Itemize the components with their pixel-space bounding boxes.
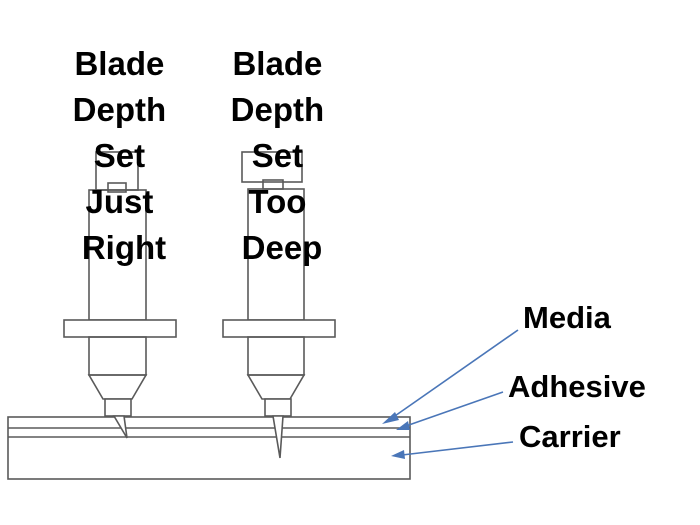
carrier-layer bbox=[7, 416, 411, 480]
blade-holder-too-deep bbox=[222, 151, 336, 459]
label-line: Blade bbox=[232, 45, 322, 82]
blade-tip-just-right bbox=[112, 415, 128, 439]
label-line: Depth bbox=[231, 91, 325, 128]
holder-cap-stem bbox=[107, 182, 127, 193]
holder-lower-body bbox=[247, 336, 305, 376]
adhesive-label: Adhesive bbox=[508, 369, 646, 404]
tool-label-just-right: Blade Depth Set Just Right bbox=[73, 45, 176, 266]
label-line: Set bbox=[252, 137, 303, 174]
label-line: Right bbox=[82, 229, 166, 266]
label-line: Depth bbox=[73, 91, 167, 128]
holder-lower-body bbox=[88, 336, 147, 376]
holder-flange bbox=[63, 319, 177, 338]
holder-cap bbox=[241, 151, 303, 183]
carrier-label: Carrier bbox=[519, 419, 621, 454]
blade-collar bbox=[104, 398, 132, 417]
label-line: Just bbox=[85, 183, 153, 220]
blade-holder-just-right bbox=[63, 151, 177, 439]
carrier-arrow bbox=[391, 441, 514, 459]
tool-label-too-deep: Blade Depth Set Too Deep bbox=[231, 45, 334, 266]
media-arrow bbox=[382, 329, 519, 424]
label-line: Deep bbox=[242, 229, 323, 266]
label-line: Too bbox=[248, 183, 306, 220]
label-line: Blade bbox=[74, 45, 164, 82]
blade-tip-too-deep bbox=[272, 415, 284, 459]
adhesive-arrow bbox=[396, 391, 504, 430]
label-line: Set bbox=[94, 137, 145, 174]
holder-taper bbox=[246, 374, 306, 400]
blade-collar bbox=[264, 398, 292, 417]
material-stack bbox=[7, 416, 411, 480]
holder-taper bbox=[87, 374, 148, 400]
media-label: Media bbox=[523, 300, 612, 335]
holder-flange bbox=[222, 319, 336, 338]
